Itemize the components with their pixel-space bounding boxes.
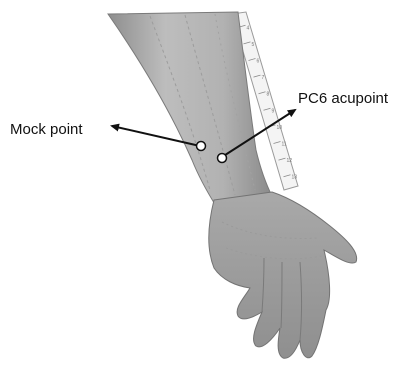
pc6-acupoint-marker	[218, 154, 227, 163]
mock-point-marker	[197, 142, 206, 151]
pc6-acupoint-label: PC6 acupoint	[298, 90, 388, 107]
hand	[209, 192, 357, 358]
ruler-tick-label: 6	[257, 59, 260, 65]
ruler-tick-label: 12	[287, 158, 293, 164]
ruler-tick-label: 10	[277, 125, 283, 131]
mock-point-label: Mock point	[10, 121, 83, 138]
ruler-tick-label: 13	[292, 175, 298, 181]
ruler-tick-label: 11	[282, 142, 287, 148]
ruler-tick-label: 4	[247, 25, 250, 31]
ruler-tick-label: 9	[272, 108, 275, 114]
ruler-tick-label: 8	[267, 92, 270, 98]
ruler-tick-label: 7	[262, 75, 265, 81]
ruler-tick-label: 5	[252, 42, 255, 48]
